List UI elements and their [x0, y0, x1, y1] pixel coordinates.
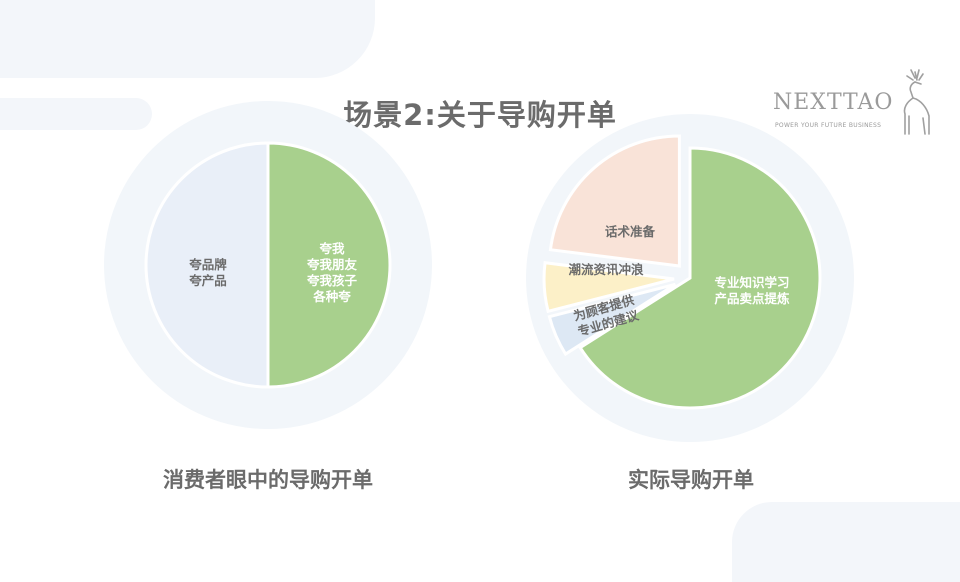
pie-slice: [266, 141, 392, 389]
page-title: 场景2:关于导购开单: [343, 98, 617, 132]
decor-left-pill: [0, 98, 152, 130]
pie-chart-consumer-view: 夸我夸我朋友夸我孩子各种夸 夸品牌夸产品: [104, 101, 432, 429]
logo-wordmark: NEXTTAO: [773, 90, 894, 115]
pie-slice: [548, 134, 681, 268]
brand-logo: NEXTTAO POWER YOUR FUTURE BUSINESS: [773, 69, 943, 138]
pie-slice: [542, 261, 675, 314]
slice-label: 夸我夸我朋友夸我孩子各种夸: [306, 241, 358, 304]
slice-label: 夸品牌夸产品: [188, 257, 227, 288]
deer-icon: [903, 69, 930, 135]
decor-top-band: [0, 0, 375, 78]
caption-consumer-view: 消费者眼中的导购开单: [163, 468, 373, 492]
pie-slice: [144, 141, 270, 389]
pie-slice: [547, 282, 677, 357]
slice-label: 专业知识学习产品卖点提炼: [714, 275, 790, 306]
logo-tagline: POWER YOUR FUTURE BUSINESS: [775, 122, 882, 129]
slice-label: 话术准备: [605, 224, 656, 239]
pie-slice: [578, 146, 822, 410]
caption-actual: 实际导购开单: [628, 468, 754, 492]
slice-label: 潮流资讯冲浪: [568, 262, 644, 277]
